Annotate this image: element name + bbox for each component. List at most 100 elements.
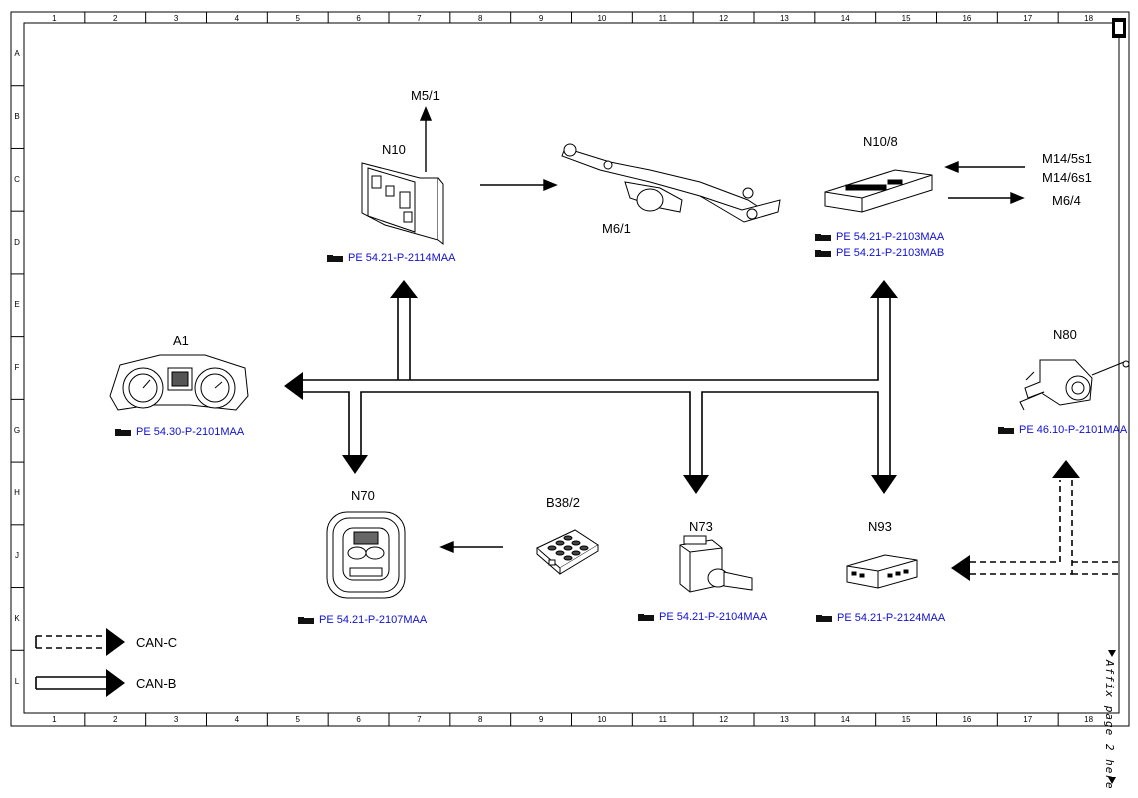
hand-pointer-icon [638, 613, 655, 622]
ref-text: PE 46.10-P-2101MAA [1019, 424, 1128, 436]
affix-note: Affix page 2 here [1103, 660, 1116, 790]
column-label: 11 [658, 14, 667, 23]
column-label: 13 [779, 715, 789, 724]
row-label: E [14, 300, 20, 310]
ref-n80[interactable]: PE 46.10-P-2101MAA [998, 424, 1127, 436]
hand-pointer-icon [816, 614, 833, 623]
row-label: L [14, 676, 20, 686]
column-label: 16 [962, 715, 972, 724]
ref-a1[interactable]: PE 54.30-P-2101MAA [115, 426, 244, 438]
affix-marker-bottom [1108, 777, 1116, 784]
label-m14-5s1: M14/5s1 [1042, 151, 1092, 166]
label-m5-1: M5/1 [411, 88, 440, 103]
label-m14-6s1: M14/6s1 [1042, 170, 1092, 185]
ref-n70[interactable]: PE 54.21-P-2107MAA [298, 614, 427, 626]
column-label: 12 [719, 14, 729, 23]
ref-n73[interactable]: PE 54.21-P-2104MAA [638, 611, 767, 623]
column-label: 3 [173, 14, 179, 23]
column-label: 17 [1023, 715, 1033, 724]
label-m6-1: M6/1 [602, 221, 631, 236]
ref-n10-8-a[interactable]: PE 54.21-P-2103MAA [815, 231, 944, 243]
column-label: 18 [1084, 715, 1094, 724]
label-a1: A1 [173, 333, 189, 348]
column-label: 6 [356, 14, 361, 23]
can-c-arrow-left [951, 555, 970, 581]
a1-cluster-drawing [109, 354, 249, 411]
row-label: J [15, 551, 19, 561]
ref-n93[interactable]: PE 54.21-P-2124MAA [816, 612, 945, 624]
row-label: C [14, 174, 20, 184]
ref-text: PE 54.21-P-2104MAA [659, 611, 768, 623]
column-label: 11 [658, 715, 667, 724]
corner-emblem-icon [1112, 18, 1126, 38]
label-n10: N10 [382, 142, 406, 157]
column-label: 13 [779, 14, 789, 23]
column-label: 7 [417, 715, 422, 724]
label-n70: N70 [351, 488, 375, 503]
ref-text: PE 54.30-P-2101MAA [136, 426, 245, 438]
column-label: 15 [901, 715, 911, 724]
n80-switch-drawing [1019, 359, 1130, 411]
column-label: 7 [417, 14, 422, 23]
b38-2-sensor-drawing [536, 529, 599, 575]
ref-text: PE 54.21-P-2114MAA [348, 252, 456, 264]
label-n10-8: N10/8 [863, 134, 898, 149]
row-label: F [14, 363, 20, 372]
column-label: 17 [1023, 14, 1033, 23]
hand-pointer-icon [815, 249, 832, 258]
column-label: 16 [962, 14, 972, 23]
label-b38-2: B38/2 [546, 495, 580, 510]
n10-module-drawing [361, 162, 444, 246]
ref-n10-8-b[interactable]: PE 54.21-P-2103MAB [815, 247, 944, 259]
column-label: 9 [538, 14, 544, 23]
column-label: 3 [173, 715, 179, 724]
ref-n10[interactable]: PE 54.21-P-2114MAA [327, 252, 455, 264]
n70-overhead-drawing [326, 511, 406, 599]
legend-can-b-arrowhead [106, 669, 125, 697]
hand-pointer-icon [298, 616, 315, 625]
row-label: K [14, 613, 20, 623]
label-n93: N93 [868, 519, 892, 534]
row-label: D [14, 237, 20, 247]
column-label: 8 [478, 14, 483, 23]
label-m6-4: M6/4 [1052, 193, 1081, 208]
column-label: 5 [295, 14, 300, 23]
label-n73: N73 [689, 519, 713, 534]
legend-can-b-symbol [35, 676, 106, 690]
column-label: 10 [597, 14, 607, 23]
n73-ignition-drawing [679, 535, 753, 593]
ref-text: PE 54.21-P-2103MAB [836, 247, 945, 259]
column-label: 9 [538, 715, 544, 724]
column-label: 4 [234, 14, 240, 23]
m6-1-wiper-drawing [561, 143, 781, 223]
column-label: 2 [113, 14, 118, 23]
row-label: B [14, 112, 20, 122]
legend-can-c-label: CAN-C [136, 635, 178, 650]
ref-text: PE 54.21-P-2124MAA [837, 612, 946, 624]
column-label: 1 [52, 715, 57, 724]
label-n80: N80 [1053, 327, 1077, 342]
column-label: 10 [597, 715, 607, 724]
column-label: 18 [1084, 14, 1094, 23]
column-label: 8 [478, 715, 483, 724]
row-label: G [13, 425, 21, 435]
ref-text: PE 54.21-P-2103MAA [836, 231, 945, 243]
hand-pointer-icon [998, 426, 1015, 435]
legend-can-c-arrowhead [106, 628, 125, 656]
column-label: 12 [719, 715, 729, 724]
column-label: 15 [901, 14, 911, 23]
can-c-arrow-up [1052, 460, 1080, 478]
legend-can-c-symbol [35, 635, 106, 649]
signal-arrows [419, 106, 1025, 554]
row-label: A [14, 49, 20, 59]
can-b-bus [300, 298, 891, 475]
can-b-arrowheads [284, 280, 898, 494]
hand-pointer-icon [815, 233, 832, 242]
n93-module-drawing [846, 554, 918, 589]
outer-frame [10, 11, 1130, 727]
n10-8-module-drawing [824, 169, 933, 213]
column-label: 14 [840, 715, 850, 724]
ref-text: PE 54.21-P-2107MAA [319, 614, 428, 626]
legend-can-b-label: CAN-B [136, 676, 177, 691]
